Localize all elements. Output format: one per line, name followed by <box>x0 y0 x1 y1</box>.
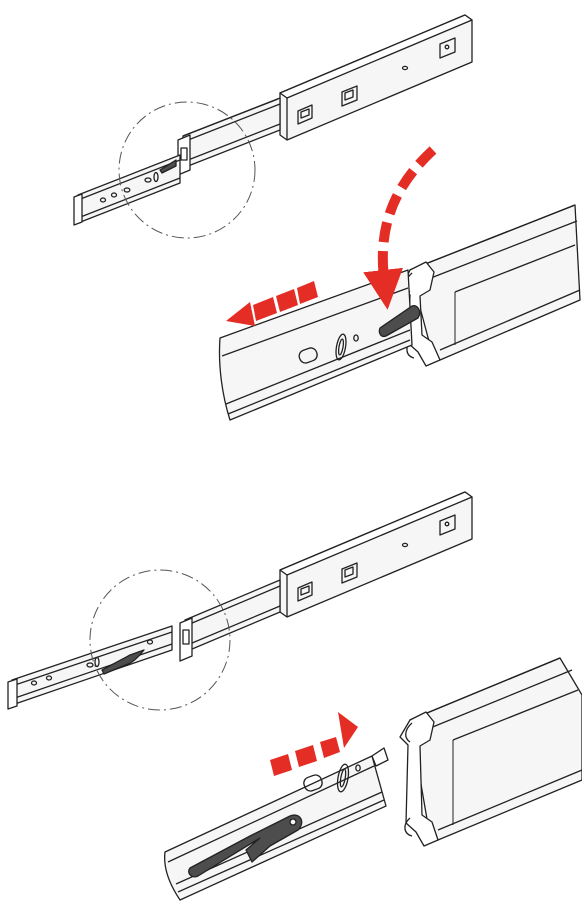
step-1-detail-circle <box>118 101 256 239</box>
step-2-overview-rail <box>7 491 473 710</box>
step-2-detail-view <box>164 657 582 901</box>
curved-arrow-down-icon <box>363 146 437 310</box>
step-2-detail-circle <box>89 569 231 711</box>
release-lever-detail-icon <box>188 814 303 878</box>
step-1-overview-rail <box>73 14 473 226</box>
dashed-arrow-right-icon <box>270 712 358 776</box>
release-lever-icon <box>378 305 421 338</box>
dashed-arrow-left-icon <box>226 281 318 326</box>
